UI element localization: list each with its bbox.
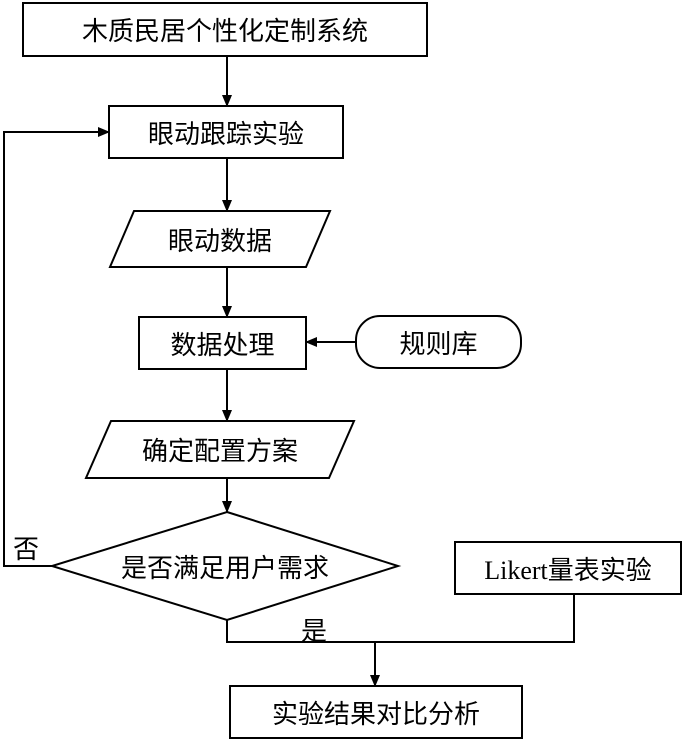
analysis-box	[229, 685, 523, 739]
rule-base-terminator	[355, 315, 522, 369]
system-box	[22, 2, 428, 57]
line-yes-path	[226, 594, 575, 643]
likert-box	[454, 541, 682, 595]
eye-data-parallelogram	[108, 210, 332, 268]
eye-experiment-box	[108, 105, 344, 159]
config-plan-parallelogram	[84, 420, 356, 479]
arrow-no-loop	[3, 127, 110, 567]
decision-diamond	[48, 510, 402, 622]
data-processing-box	[138, 316, 307, 370]
